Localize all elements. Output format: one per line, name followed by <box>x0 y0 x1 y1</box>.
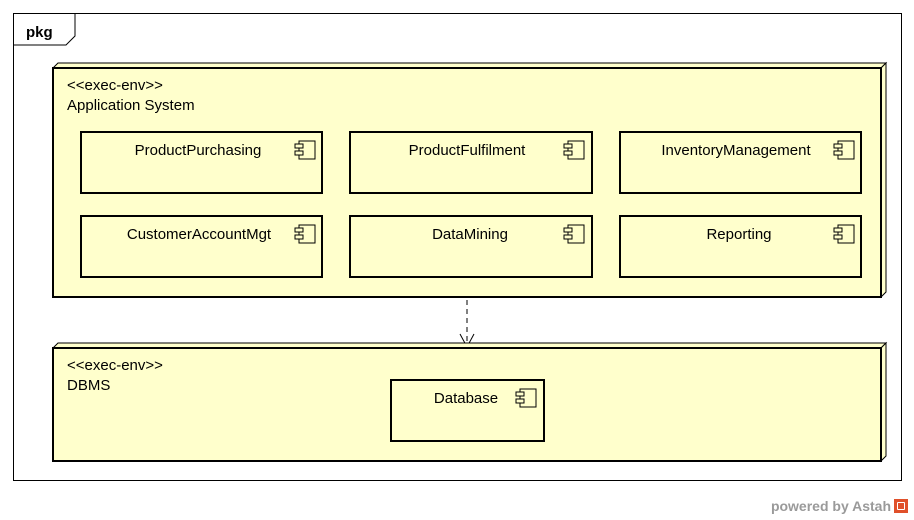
node-name: DBMS <box>67 377 110 394</box>
component-icon <box>294 140 316 160</box>
component-label: CustomerAccountMgt <box>127 226 272 243</box>
component-label: ProductPurchasing <box>135 142 262 159</box>
node-stereotype: <<exec-env>> <box>67 357 163 374</box>
astah-logo-icon <box>894 499 908 513</box>
component-product-fulfilment[interactable]: ProductFulfilment <box>349 131 593 194</box>
component-icon <box>515 388 537 408</box>
component-inventory-management[interactable]: InventoryManagement <box>619 131 862 194</box>
component-icon <box>833 224 855 244</box>
powered-by-footer: powered by Astah <box>771 498 908 514</box>
component-label: ProductFulfilment <box>409 142 527 159</box>
package-label: pkg <box>26 24 53 41</box>
component-database[interactable]: Database <box>390 379 545 442</box>
component-customer-account-mgt[interactable]: CustomerAccountMgt <box>80 215 323 278</box>
component-reporting[interactable]: Reporting <box>619 215 862 278</box>
component-label: InventoryManagement <box>661 142 811 159</box>
component-label: Database <box>434 390 498 407</box>
node-name: Application System <box>67 97 195 114</box>
package-tab <box>13 13 76 46</box>
footer-text: powered by Astah <box>770 498 891 514</box>
component-label: DataMining <box>432 226 508 243</box>
component-product-purchasing[interactable]: ProductPurchasing <box>80 131 323 194</box>
component-label: Reporting <box>706 226 771 243</box>
component-icon <box>294 224 316 244</box>
component-data-mining[interactable]: DataMining <box>349 215 593 278</box>
component-icon <box>833 140 855 160</box>
node-stereotype: <<exec-env>> <box>67 77 163 94</box>
component-icon <box>563 224 585 244</box>
component-icon <box>563 140 585 160</box>
